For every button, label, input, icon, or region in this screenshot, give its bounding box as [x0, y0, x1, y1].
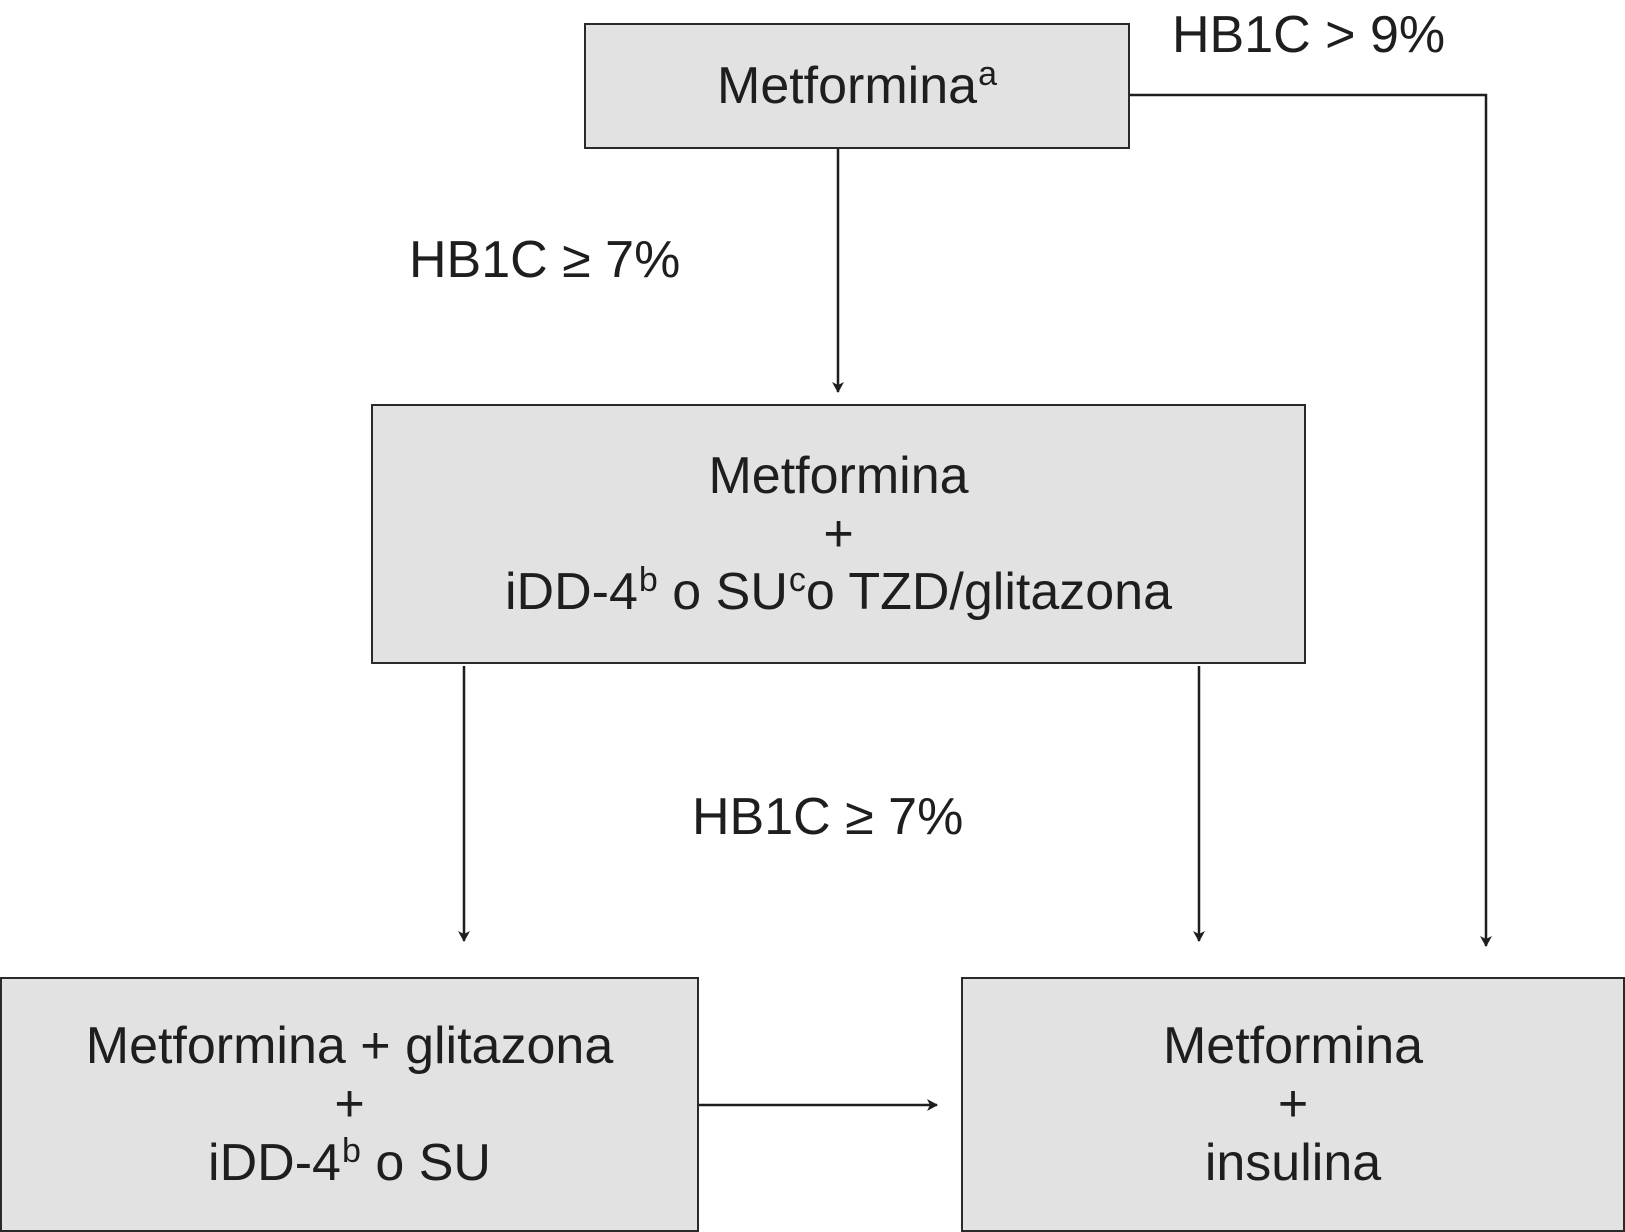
su-label: o SU — [360, 1133, 491, 1192]
middle-line-1: Metformina — [708, 446, 969, 505]
footnote-a: a — [978, 54, 997, 93]
box-metformina-combination: Metformina + iDD-4b o SUco TZD/glitazona — [371, 404, 1306, 664]
bottom-left-line-1: Metformina + glitazona — [85, 1017, 614, 1076]
su-label: o SU — [657, 563, 788, 622]
condition-hb1c-7-first: HB1C ≥ 7% — [409, 231, 681, 289]
middle-plus: + — [823, 504, 854, 563]
idd4-label: iDD-4 — [505, 563, 638, 622]
tzd-label: o TZD/glitazona — [805, 563, 1172, 622]
condition-hb1c-over-9: HB1C > 9% — [1172, 6, 1446, 64]
box-metformina: Metforminaa — [584, 23, 1130, 149]
box-metformina-glitazona: Metformina + glitazona + iDD-4b o SU — [0, 977, 699, 1232]
box-metformina-insulina: Metformina + insulina — [961, 977, 1625, 1232]
idd4-label: iDD-4 — [208, 1133, 341, 1192]
metformina-label: Metformina — [717, 56, 978, 115]
footnote-b: b — [638, 561, 658, 600]
bottom-right-line-1: Metformina — [1162, 1017, 1424, 1076]
footnote-c: c — [788, 561, 806, 600]
bottom-left-line-3: iDD-4b o SU — [208, 1131, 491, 1192]
arrow-top-to-bottom-right — [1130, 93, 1492, 947]
footnote-b: b — [341, 1131, 361, 1170]
condition-hb1c-7-second: HB1C ≥ 7% — [692, 788, 964, 846]
bottom-right-plus: + — [1277, 1075, 1309, 1134]
bottom-right-line-3: insulina — [1204, 1133, 1382, 1192]
box-metformina-text: Metforminaa — [717, 54, 997, 115]
bottom-left-plus: + — [334, 1075, 365, 1134]
middle-line-3: iDD-4b o SUco TZD/glitazona — [505, 561, 1172, 622]
